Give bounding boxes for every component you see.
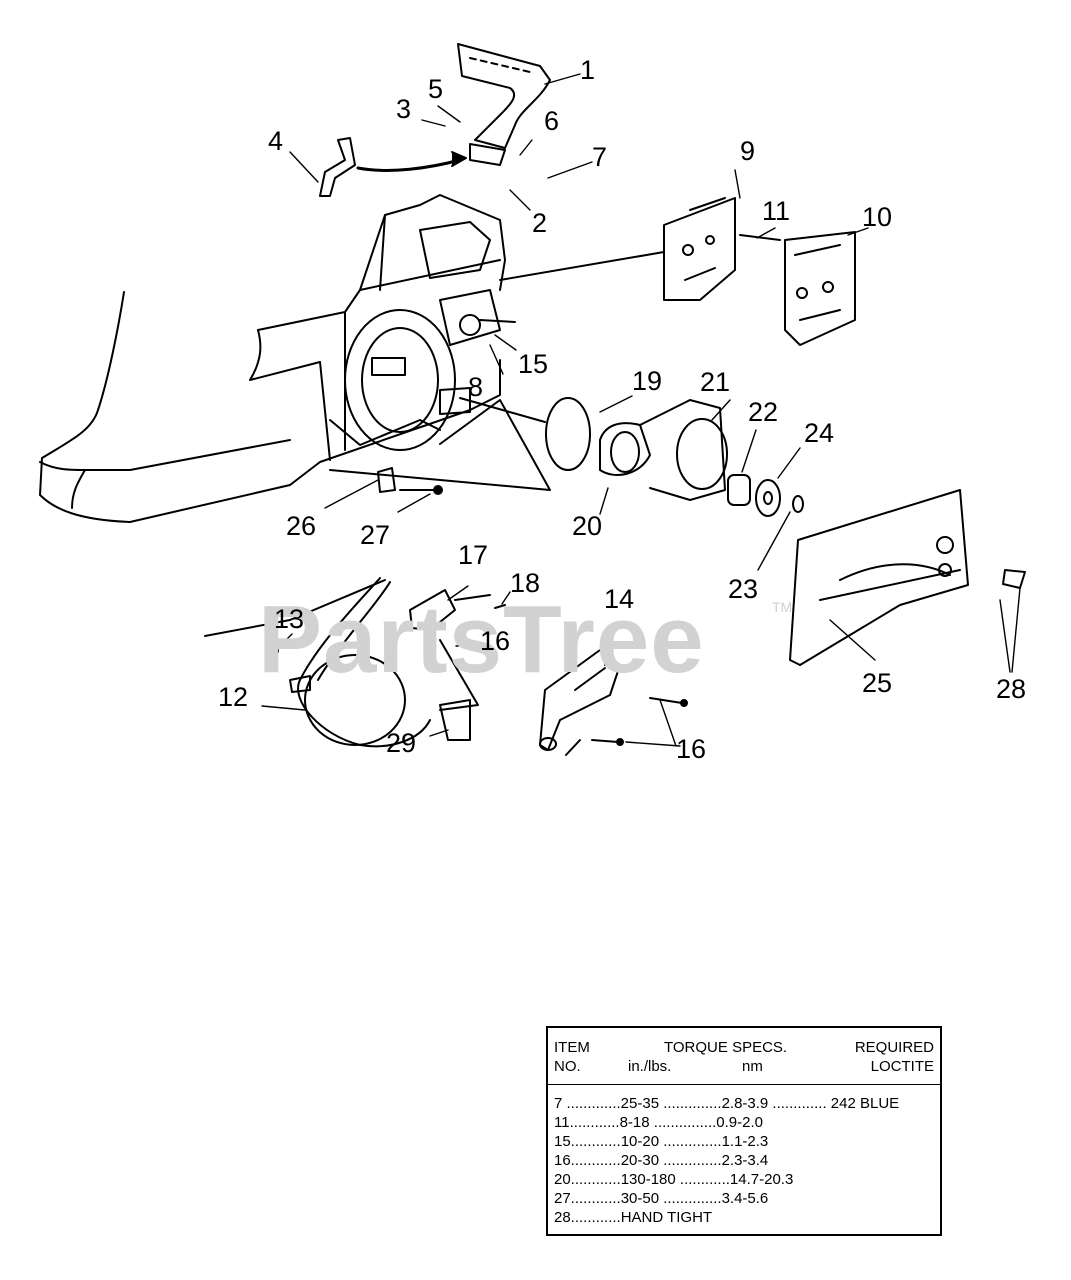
table-row-20: 20............130-180 ............14.7-2…	[554, 1171, 794, 1188]
callout-9: 9	[740, 136, 755, 166]
watermark-tm: TM	[772, 599, 792, 615]
callout-numbers: 1 2 3 4 5 6 7 8 9 10 11 12 13 14 15 16 1…	[218, 55, 1026, 764]
callout-29: 29	[386, 728, 416, 758]
header-units: in./lbs. nm	[628, 1057, 787, 1076]
callout-8: 8	[468, 372, 483, 402]
watermark-text: PartsTree	[258, 586, 705, 693]
callout-15: 15	[518, 349, 548, 379]
callout-23: 23	[728, 574, 758, 604]
table-row-28: 28............HAND TIGHT	[554, 1209, 713, 1226]
table-row-11: 11............8-18 ...............0.9-2.…	[554, 1114, 763, 1131]
callout-12: 12	[218, 682, 248, 712]
part-brake-band	[204, 577, 506, 748]
callout-25: 25	[862, 668, 892, 698]
header-specs-title: TORQUE SPECS.	[664, 1039, 788, 1056]
callout-20: 20	[572, 511, 602, 541]
leader-lines	[261, 73, 1021, 747]
callout-13: 13	[274, 604, 304, 634]
callout-22: 22	[748, 397, 778, 427]
table-divider	[548, 1084, 940, 1085]
table-row-27: 27............30-50 ..............3.4-5.…	[554, 1190, 769, 1207]
table-row-15: 15............10-20 ..............1.1-2.…	[554, 1133, 769, 1150]
callout-16b: 16	[676, 734, 706, 764]
header-item-no: ITEM NO.	[554, 1038, 590, 1076]
table-rows: 7 .............25-35 ..............2.8-3…	[554, 1094, 899, 1227]
callout-28: 28	[996, 674, 1026, 704]
header-torque-specs: TORQUE SPECS. in./lbs. nm	[628, 1038, 787, 1076]
header-required: REQUIRED	[854, 1039, 934, 1056]
callout-5: 5	[428, 74, 443, 104]
callout-7: 7	[592, 142, 607, 172]
callout-3: 3	[396, 94, 411, 124]
callout-4: 4	[268, 126, 283, 156]
part-bar-plates	[499, 197, 856, 346]
callout-19: 19	[632, 366, 662, 396]
part-hand-guard	[457, 43, 551, 166]
callout-16a: 16	[480, 626, 510, 656]
part-side-cover	[789, 489, 1026, 666]
callout-24: 24	[804, 418, 834, 448]
table-row-7: 7 .............25-35 ..............2.8-3…	[554, 1095, 900, 1112]
callout-1: 1	[580, 55, 595, 85]
callout-26: 26	[286, 511, 316, 541]
table-row-16: 16............20-30 ..............2.3-3.…	[554, 1152, 769, 1169]
header-unit-in-lbs: in./lbs.	[628, 1058, 672, 1075]
header-unit-nm: nm	[742, 1058, 763, 1075]
header-item: ITEM	[554, 1039, 590, 1056]
header-loctite: LOCTITE	[870, 1058, 934, 1075]
arrow-to-handle	[356, 158, 462, 172]
callout-14: 14	[604, 584, 634, 614]
part-clutch-assembly	[459, 397, 804, 517]
part-spring-clip	[319, 137, 356, 197]
header-required-loctite: REQUIRED LOCTITE	[855, 1038, 934, 1076]
part-catcher	[377, 467, 396, 493]
torque-specs-table: ITEM NO. TORQUE SPECS. in./lbs. nm REQUI…	[546, 1026, 942, 1236]
callout-17: 17	[458, 540, 488, 570]
callout-11: 11	[762, 196, 790, 226]
callout-21: 21	[700, 367, 730, 397]
header-no: NO.	[554, 1058, 581, 1075]
saw-housing	[39, 194, 516, 523]
callout-2: 2	[532, 208, 547, 238]
callout-10: 10	[862, 202, 892, 232]
callout-27: 27	[360, 520, 390, 550]
callout-18: 18	[510, 568, 540, 598]
callout-6: 6	[544, 106, 559, 136]
